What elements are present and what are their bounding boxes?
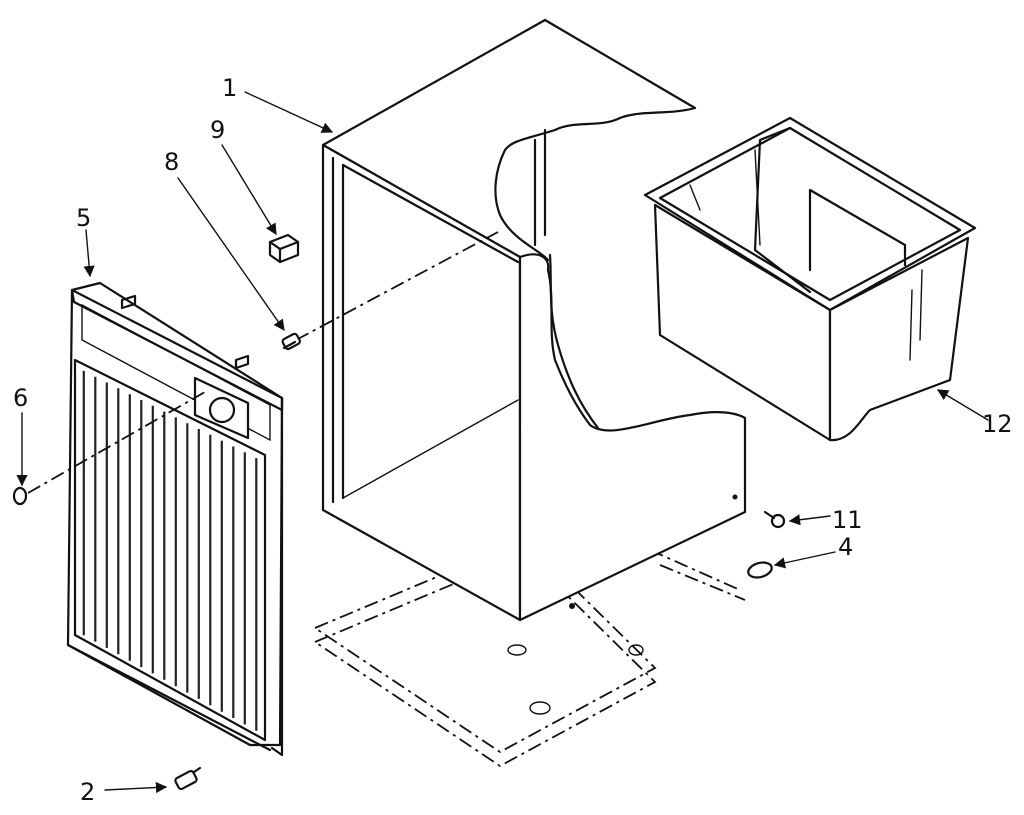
callout-1: 1: [222, 74, 237, 102]
front-grille-panel: [66, 281, 284, 757]
callout-11: 11: [832, 506, 863, 534]
base-outline: [313, 538, 746, 768]
cabinet-shell: [321, 18, 747, 622]
callout-2: 2: [80, 778, 95, 806]
clip: [268, 233, 300, 264]
callout-4: 4: [838, 533, 853, 561]
screw-8-leader-line: [295, 231, 499, 341]
callout-6: 6: [13, 384, 28, 412]
callout-12: 12: [982, 410, 1013, 438]
screw: [174, 766, 202, 791]
knob-plug: [12, 486, 28, 506]
foot: [747, 561, 773, 579]
callout-8: 8: [164, 148, 179, 176]
water-bucket: [643, 116, 977, 442]
callout-9: 9: [210, 116, 225, 144]
screw: [281, 332, 301, 351]
knob-leader-line: [27, 391, 206, 494]
callout-5: 5: [76, 204, 91, 232]
callout-leaders: [16, 91, 989, 794]
grille-slats: [82, 370, 258, 731]
screw: [763, 510, 786, 529]
